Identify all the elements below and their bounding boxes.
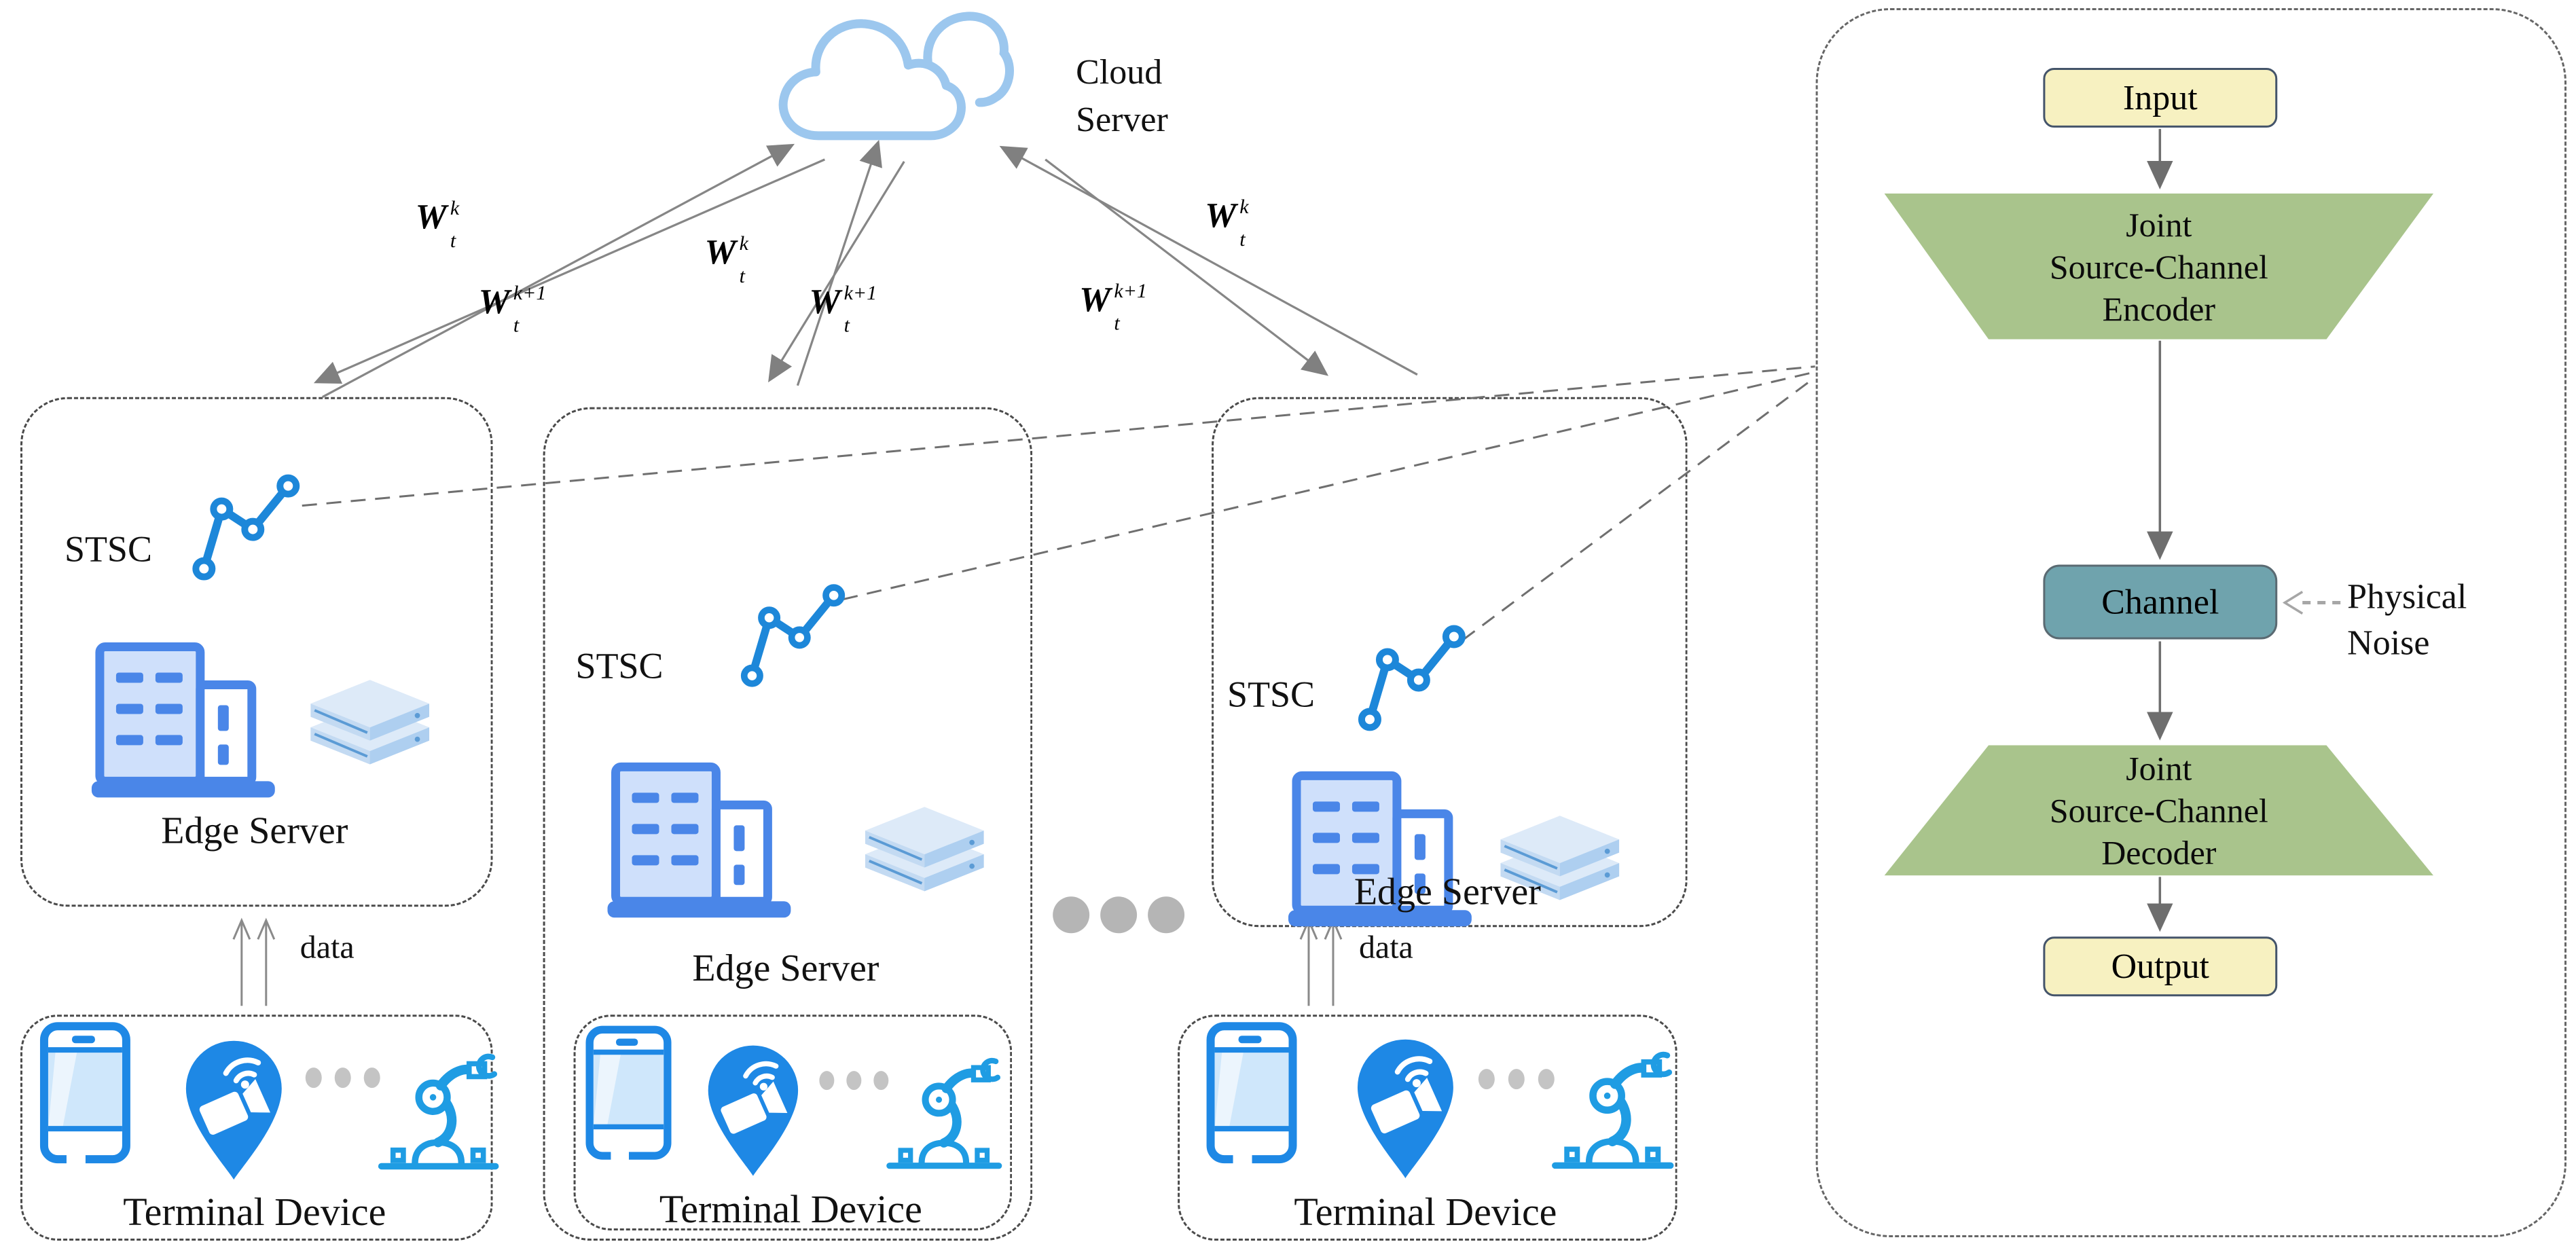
decoder-line: Source-Channel [2049,791,2268,830]
line-chart-icon [192,474,300,581]
terminal-device-label-1: Terminal Device [123,1190,386,1235]
encoder-line: Encoder [2102,289,2216,328]
building-icon [607,762,791,918]
server-stack-icon [865,807,984,892]
camera-pin-icon [185,1040,282,1180]
smartphone-icon [1206,1022,1297,1165]
cloud-edge-arrows [313,139,1418,399]
robot-arm-icon [1552,1051,1674,1169]
decoder-line: Joint [2126,749,2192,788]
physical-noise-label: Physical Noise [2347,577,2467,663]
input-box: Input [2043,67,2278,128]
robot-arm-icon [378,1053,499,1170]
encoder-line: Source-Channel [2049,247,2268,286]
building-icon [1288,771,1472,927]
building-icon [91,642,275,798]
encoder-line: Joint [2126,205,2192,244]
jscc-decoder-trapezoid: Joint Source-Channel Decoder [1884,745,2434,876]
group-ellipsis-dots [1053,896,1185,934]
camera-pin-icon [708,1045,799,1176]
camera-pin-icon [1357,1039,1453,1179]
data-label-1: data [300,929,355,966]
jscc-panel-border [1815,7,2567,1238]
line-chart-icon [1358,625,1466,731]
line-chart-icon [740,584,846,687]
server-stack-icon [310,680,430,765]
smartphone-icon [585,1025,672,1161]
server-stack-icon [1500,816,1620,900]
stsc-label-2: STSC [575,645,664,687]
robot-arm-icon [886,1057,1002,1169]
edge-server-box-1 [20,397,493,907]
data-label-3: data [1358,929,1413,966]
edge-server-label-2: Edge Server [692,947,879,990]
terminal-box-1 [20,1015,493,1241]
terminal-box-3 [1178,1015,1677,1241]
cloud-icon [778,12,1014,141]
channel-box: Channel [2043,564,2278,640]
smartphone-icon [39,1022,130,1165]
terminal-device-label-2: Terminal Device [659,1187,922,1232]
cloud-server-label: Cloud Server [1076,52,1168,139]
jscc-encoder-trapezoid: Joint Source-Channel Encoder [1884,193,2434,340]
terminal-box-2 [573,1015,1013,1231]
output-box: Output [2043,936,2278,997]
terminal-device-label-3: Terminal Device [1294,1190,1557,1235]
stsc-label-3: STSC [1227,674,1316,715]
edge-server-label-3: Edge Server [1354,871,1541,913]
edge-server-label-1: Edge Server [161,809,348,852]
decoder-line: Decoder [2101,833,2217,872]
stsc-label-1: STSC [64,528,152,570]
